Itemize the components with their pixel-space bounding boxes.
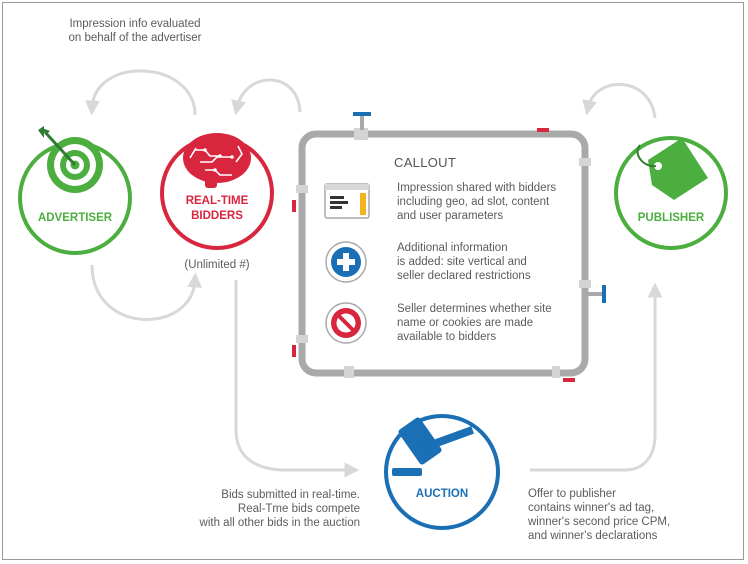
rtb-label-line1: REAL-TIME bbox=[185, 195, 249, 207]
gavel-icon bbox=[392, 417, 474, 476]
auction-label: AUCTION bbox=[415, 488, 469, 500]
bids-note-line3: with all other bids in the auction bbox=[199, 517, 360, 529]
offer-note-line3: winner's second price CPM, bbox=[528, 516, 671, 528]
callout-item-3-line3: available to bidders bbox=[397, 331, 497, 343]
flow-arrows bbox=[84, 69, 663, 478]
target-icon bbox=[38, 126, 103, 193]
bids-note: Bids submitted in real-time. Real-Tme bi… bbox=[170, 488, 360, 530]
offer-note: Offer to publisher contains winner's ad … bbox=[528, 487, 728, 543]
callout-item-1-line3: and user parameters bbox=[397, 210, 504, 222]
bids-note-line2: Real-Tme bids compete bbox=[237, 503, 360, 515]
top-note: Impression info evaluated on behalf of t… bbox=[45, 17, 225, 45]
plus-circle-icon bbox=[325, 241, 367, 283]
callout-title: CALLOUT bbox=[394, 155, 457, 170]
arrow-callout-to-rtb bbox=[231, 78, 302, 116]
publisher-label: PUBLISHER bbox=[637, 212, 705, 224]
publisher-node bbox=[614, 136, 728, 250]
bids-note-line1: Bids submitted in real-time. bbox=[221, 489, 360, 501]
callout-item-3-line2: name or cookies are made bbox=[397, 317, 534, 329]
offer-note-line2: contains winner's ad tag, bbox=[528, 502, 655, 514]
rtb-label-line2: BIDDERS bbox=[191, 210, 243, 222]
callout-item-2-line1: Additional information bbox=[397, 242, 508, 254]
callout-item-3-line1: Seller determines whether site bbox=[397, 303, 552, 315]
browser-window-icon bbox=[324, 183, 370, 219]
offer-note-line4: and winner's declarations bbox=[528, 530, 658, 542]
advertiser-label: ADVERTISER bbox=[37, 212, 113, 224]
arrow-publisher-to-callout bbox=[582, 83, 657, 119]
rtb-note: (Unlimited #) bbox=[184, 259, 250, 271]
advertiser-node bbox=[18, 126, 132, 255]
callout-item-3: Seller determines whether site name or c… bbox=[397, 302, 577, 344]
rtb-label: REAL-TIME BIDDERS bbox=[167, 194, 267, 224]
callout-pipe bbox=[292, 112, 606, 382]
callout-item-1-line2: including geo, ad slot, content bbox=[397, 196, 550, 208]
callout-item-2-line2: is added: site vertical and bbox=[397, 256, 527, 268]
callout-item-1: Impression shared with bidders including… bbox=[397, 181, 577, 223]
arrow-auction-to-publisher bbox=[530, 282, 663, 472]
auction-node bbox=[384, 414, 500, 530]
no-entry-icon bbox=[325, 302, 367, 344]
top-note-line2: on behalf of the advertiser bbox=[68, 32, 202, 44]
arrow-advertiser-to-rtb bbox=[90, 264, 203, 321]
arrow-rtb-to-advertiser bbox=[84, 69, 197, 116]
brain-icon bbox=[183, 133, 251, 188]
callout-item-1-line1: Impression shared with bidders bbox=[397, 182, 557, 194]
callout-item-2-line3: seller declared restrictions bbox=[397, 270, 531, 282]
top-note-line1: Impression info evaluated bbox=[69, 18, 201, 30]
callout-item-2: Additional information is added: site ve… bbox=[397, 241, 577, 283]
rtb-node bbox=[160, 133, 274, 250]
arrow-rtb-to-auction bbox=[234, 280, 360, 478]
offer-note-line1: Offer to publisher bbox=[528, 488, 617, 500]
price-tag-icon bbox=[636, 138, 708, 200]
